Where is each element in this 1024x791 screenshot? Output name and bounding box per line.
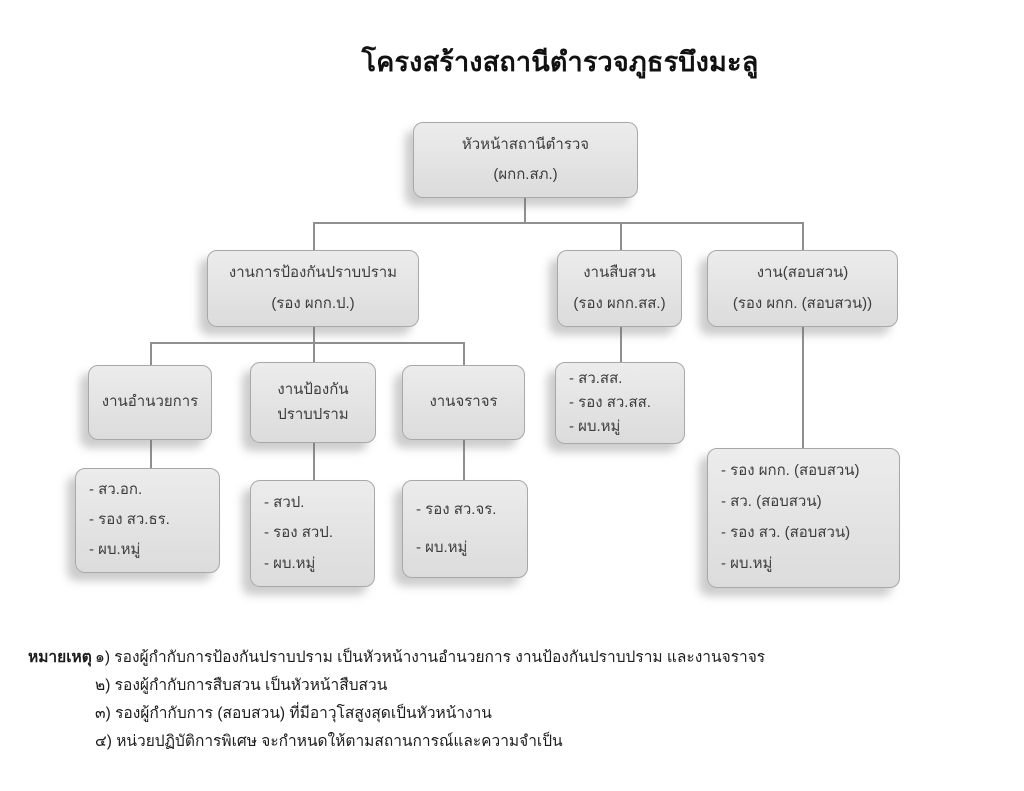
staff-item: - รอง สวป. — [264, 524, 333, 542]
connector-drop-prevention — [313, 222, 315, 250]
org-box-investigation-role: (รอง ผกก.สส.) — [573, 294, 666, 312]
org-box-investigation-title: งานสืบสวน — [583, 264, 656, 281]
staff-item: - ผบ.หมู่ — [264, 554, 316, 572]
connector-chief-drop — [524, 198, 526, 223]
org-box-suppression-title-line1: งานป้องกัน — [277, 381, 349, 398]
footnotes: หมายเหตุ ๑) รองผู้กำกับการป้องกันปราบปรา… — [28, 644, 765, 756]
org-box-suppression-staff: - สวป. - รอง สวป. - ผบ.หมู่ — [250, 480, 375, 587]
org-box-admin: งานอำนวยการ — [88, 365, 212, 440]
page-title: โครงสร้างสถานีตำรวจภูธรบึงมะลู — [361, 47, 759, 77]
staff-item: - สว.สส. — [569, 369, 623, 387]
footnote-item-2: ๒) รองผู้กำกับการสืบสวน เป็นหัวหน้าสืบสว… — [95, 677, 388, 694]
connector-rail-level2 — [313, 222, 803, 224]
connector-drop-admin — [150, 342, 152, 365]
org-box-traffic-title: งานจราจร — [429, 393, 498, 411]
org-box-prevention-role: (รอง ผกก.ป.) — [271, 294, 355, 312]
connector-drop-traffic — [463, 342, 465, 365]
staff-item: - รอง ผกก. (สอบสวน) — [721, 462, 860, 480]
connector-drop-investigation — [620, 222, 622, 250]
org-box-chief: หัวหน้าสถานีตำรวจ (ผกก.สภ.) — [413, 122, 638, 198]
org-box-chief-title: หัวหน้าสถานีตำรวจ — [461, 135, 590, 153]
staff-item: - ผบ.หมู่ — [416, 538, 468, 556]
connector-investigation-staff — [620, 327, 622, 362]
connector-traffic-staff — [463, 440, 465, 480]
staff-item: - ผบ.หมู่ — [721, 555, 773, 573]
org-box-prevention-title: งานการป้องกันปราบปราม — [228, 264, 398, 281]
connector-drop-suppression — [313, 342, 315, 362]
staff-item: - รอง สว.สส. — [569, 393, 651, 411]
staff-item: - รอง สว.ธร. — [89, 511, 170, 529]
staff-item: - สวป. — [264, 493, 305, 511]
org-box-inquiry: งาน(สอบสวน) (รอง ผกก. (สอบสวน)) — [707, 250, 898, 327]
org-box-prevention: งานการป้องกันปราบปราม (รอง ผกก.ป.) — [207, 250, 419, 327]
footnotes-label: หมายเหตุ — [28, 649, 92, 666]
org-box-inquiry-role: (รอง ผกก. (สอบสวน)) — [732, 294, 873, 312]
footnote-item-3: ๓) รองผู้กำกับการ (สอบสวน) ที่มีอาวุโสสู… — [95, 705, 492, 722]
org-box-chief-role: (ผกก.สภ.) — [493, 165, 558, 183]
connector-rail-level3 — [150, 342, 464, 344]
org-box-suppression-title-line2: ปราบปราม — [277, 405, 349, 423]
org-box-investigation: งานสืบสวน (รอง ผกก.สส.) — [557, 250, 682, 327]
org-box-admin-title: งานอำนวยการ — [101, 393, 199, 411]
footnote-item-4: ๔) หน่วยปฏิบัติการพิเศษ จะกำหนดให้ตามสถา… — [95, 733, 563, 750]
staff-item: - ผบ.หมู่ — [569, 417, 621, 435]
footnotes-items: ๑) รองผู้กำกับการป้องกันปราบปราม เป็นหัว… — [95, 644, 765, 756]
footnote-item-1: ๑) รองผู้กำกับการป้องกันปราบปราม เป็นหัว… — [95, 649, 766, 666]
connector-prevention-drop — [313, 327, 315, 342]
staff-item: - สว. (สอบสวน) — [721, 493, 822, 511]
connector-admin-staff — [150, 440, 152, 468]
staff-item: - ผบ.หมู่ — [89, 541, 141, 559]
connector-inquiry-staff — [802, 327, 804, 448]
org-box-suppression: งานป้องกัน ปราบปราม — [250, 362, 376, 443]
org-box-admin-staff: - สว.อก. - รอง สว.ธร. - ผบ.หมู่ — [75, 468, 220, 573]
staff-item: - สว.อก. — [89, 481, 143, 499]
org-box-inquiry-title: งาน(สอบสวน) — [756, 264, 849, 281]
org-box-traffic-staff: - รอง สว.จร. - ผบ.หมู่ — [402, 480, 528, 578]
staff-item: - รอง สว.จร. — [416, 501, 497, 518]
org-box-traffic: งานจราจร — [402, 365, 525, 440]
staff-item: - รอง สว. (สอบสวน) — [721, 524, 851, 542]
connector-drop-inquiry — [802, 222, 804, 250]
org-box-investigation-staff: - สว.สส. - รอง สว.สส. - ผบ.หมู่ — [555, 362, 685, 444]
connector-suppression-staff — [313, 443, 315, 480]
org-box-inquiry-staff: - รอง ผกก. (สอบสวน) - สว. (สอบสวน) - รอง… — [707, 448, 900, 588]
